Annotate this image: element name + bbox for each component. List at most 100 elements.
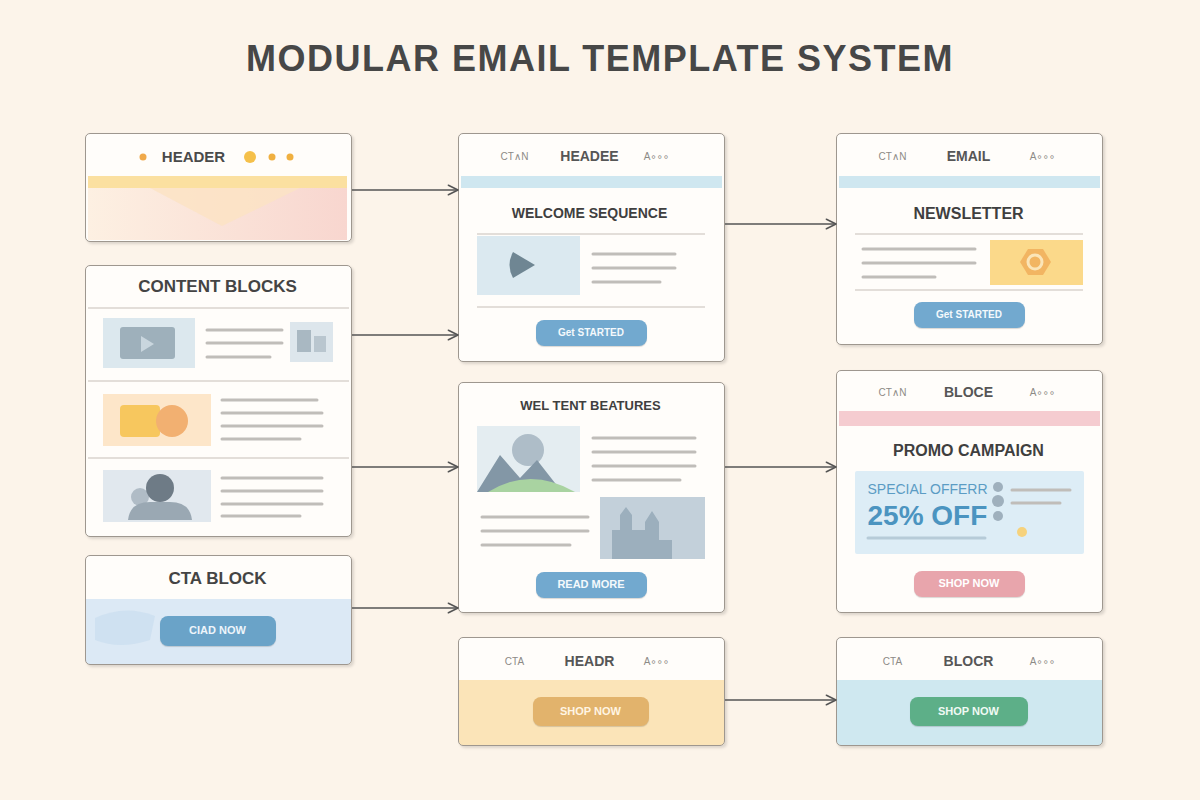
offer-dot	[993, 511, 1003, 521]
node-text: A∘∘∘	[1013, 387, 1073, 399]
cta-button: Get STARTED	[914, 302, 1025, 328]
text-line	[593, 267, 675, 270]
template-card: HEADER	[85, 133, 352, 242]
text-line	[593, 253, 675, 256]
text-line	[593, 451, 695, 454]
node-text: CTA	[863, 656, 923, 668]
node-text: HEADER	[94, 148, 294, 166]
button-label: READ MORE	[557, 579, 624, 590]
play-icon	[510, 252, 536, 278]
text-line	[593, 281, 660, 284]
ring	[1028, 255, 1042, 269]
header-dot	[244, 151, 256, 163]
node-text: A∘∘∘	[627, 151, 687, 163]
city-image	[600, 497, 705, 559]
template-card: CIAD NOWCTA BLOCK	[85, 555, 352, 665]
separator	[88, 307, 349, 308]
mountain	[477, 455, 562, 492]
hexagon	[1020, 249, 1051, 275]
button-label: Get STARTED	[936, 310, 1002, 320]
flow-arrow	[352, 607, 458, 609]
text-line	[1012, 502, 1060, 505]
text-line	[482, 530, 588, 533]
node-text: WELCOME SEQUENCE	[465, 205, 715, 222]
node-text: A∘∘∘	[1013, 151, 1073, 163]
avatar-thumb	[103, 470, 211, 522]
template-card: CONTENT BLOCKS	[85, 265, 352, 537]
template-card: Get STARTEDCT∧NEMAILA∘∘∘NEWSLETTER	[836, 133, 1103, 345]
header-dot	[287, 154, 294, 161]
small-image	[290, 322, 333, 362]
flow-arrow	[725, 699, 836, 701]
text-line	[482, 516, 588, 519]
button-label: CIAD NOW	[189, 625, 246, 636]
newsletter-image	[990, 240, 1083, 285]
header-strip	[461, 176, 722, 188]
landscape-image	[477, 426, 580, 492]
offer-dot	[1017, 527, 1027, 537]
text-line	[593, 479, 680, 482]
header-strip	[839, 176, 1100, 188]
node-text: CTA	[485, 656, 545, 668]
play-icon	[141, 336, 154, 352]
node-text: BLOCR	[904, 653, 1034, 670]
video-thumb	[477, 236, 580, 295]
offer-panel: SPECIAL OFFERR25% OFF	[855, 471, 1084, 554]
header-shape	[150, 188, 300, 226]
header-dot	[269, 154, 276, 161]
image-shape	[156, 405, 188, 437]
diagram-title: MODULAR EMAIL TEMPLATE SYSTEM	[0, 38, 1200, 80]
button-label: SHOP NOW	[939, 578, 1000, 589]
castle-silhouette	[612, 507, 672, 559]
header-image	[88, 188, 347, 240]
text-line	[222, 477, 322, 480]
text-line	[863, 276, 935, 279]
video-screen	[120, 327, 175, 359]
cta-button: CIAD NOW	[160, 616, 276, 646]
button-label: Get STARTED	[558, 328, 624, 338]
template-card: SHOP NOW CTABLOCRA∘∘∘	[836, 637, 1103, 746]
cta-button: SHOP NOW	[910, 697, 1028, 726]
flow-arrow	[725, 466, 836, 468]
image-shape	[120, 405, 160, 437]
video-thumb	[103, 318, 195, 368]
node-text: HEADR	[525, 653, 655, 670]
separator	[855, 289, 1083, 290]
text-line	[868, 537, 985, 540]
small-image-shape	[297, 330, 311, 352]
offer-dot	[993, 482, 1003, 492]
node-text: WEL TENT BEATURES	[466, 398, 716, 414]
avatar-head	[146, 474, 174, 502]
text-line	[222, 503, 322, 506]
text-line	[222, 412, 322, 415]
node-text: NEWSLETTER	[844, 204, 1094, 223]
image-thumb	[103, 394, 211, 446]
flow-arrow	[725, 223, 836, 225]
small-image-shape	[314, 336, 326, 352]
node-text: CONTENT BLOCKS	[98, 277, 338, 297]
text-line	[593, 465, 695, 468]
avatar-shape	[131, 488, 149, 506]
cta-button: SHOP NOW	[533, 697, 649, 726]
template-card: Get STARTEDCT∧NHEADEEA∘∘∘WELCOME SEQUENC…	[458, 133, 725, 362]
separator	[88, 457, 349, 458]
node-text: BLOCE	[904, 384, 1034, 401]
flow-arrow	[352, 334, 458, 336]
node-text: 25% OFF	[868, 499, 998, 533]
avatar-body	[128, 502, 192, 520]
node-text: A∘∘∘	[1013, 656, 1073, 668]
text-line	[207, 342, 282, 345]
node-text: PROMO CAMPAIGN	[844, 441, 1094, 460]
flow-arrow	[352, 189, 458, 191]
template-card: READ MORE WEL TENT BEATURES	[458, 382, 725, 613]
node-text: A∘∘∘	[627, 656, 687, 668]
separator	[88, 380, 349, 381]
text-line	[1012, 489, 1070, 492]
landscape-sun	[512, 434, 544, 466]
node-text: CT∧N	[863, 387, 923, 399]
text-line	[222, 490, 322, 493]
header-dot	[140, 154, 147, 161]
header-strip	[839, 411, 1100, 426]
